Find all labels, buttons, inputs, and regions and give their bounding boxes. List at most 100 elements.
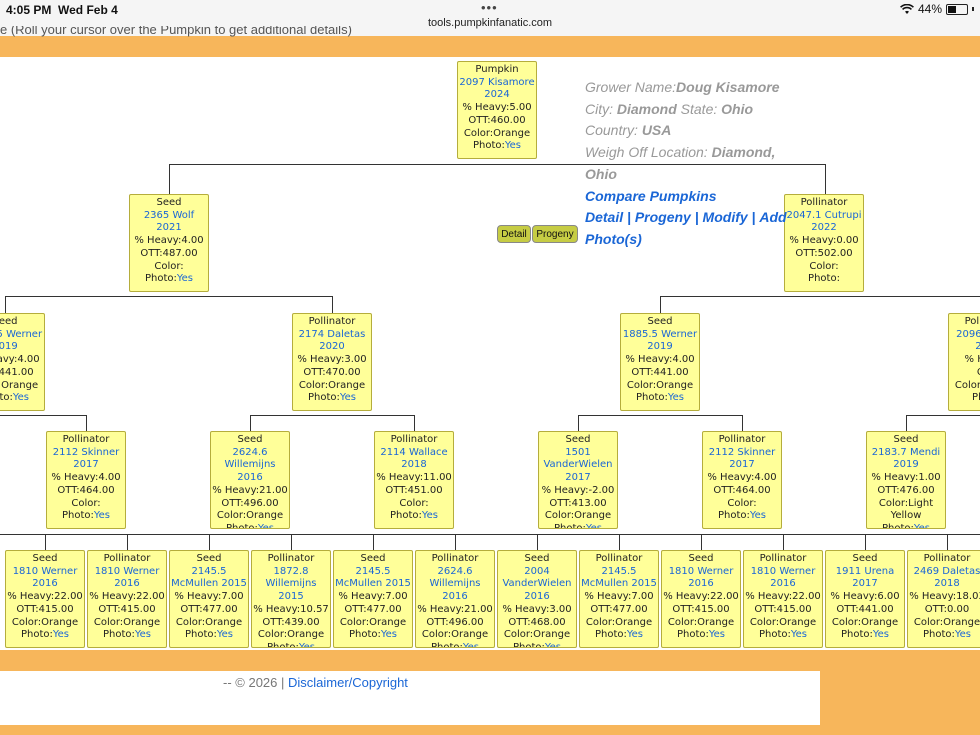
node-name-link[interactable]: 1911 Urena 2017 — [835, 565, 895, 590]
progeny-button[interactable]: Progeny — [532, 225, 578, 243]
node-photo-label: Photo: — [389, 510, 422, 522]
node-name-link[interactable]: 2174 Daletas 2020 — [298, 328, 366, 353]
connector-line — [169, 164, 170, 194]
node-name-link[interactable]: 1810 Werner 2016 — [750, 565, 816, 590]
node-name-link[interactable]: 2097 Kisamore 2024 — [459, 76, 535, 101]
node-name-link[interactable]: 1501 VanderWielen 2017 — [543, 446, 613, 484]
modify-link[interactable]: Modify — [702, 209, 748, 226]
node-color: Color:Orange — [298, 379, 366, 391]
node-role: Pumpkin — [475, 64, 519, 75]
node-name-link[interactable]: 2096.5 Haist 2019 — [956, 328, 980, 353]
connector-line — [578, 415, 579, 431]
node-photo-link[interactable]: Yes — [93, 510, 111, 522]
node-name-link[interactable]: 2183.7 Mendi 2019 — [871, 446, 941, 471]
node-photo-link[interactable]: Yes — [913, 522, 931, 529]
node-name-link[interactable]: 2624.6 Willemijns 2016 — [224, 446, 276, 484]
node-photo-link[interactable]: Yes — [216, 629, 234, 641]
tab-dots-icon[interactable]: ••• — [481, 0, 498, 15]
progeny-link[interactable]: Progeny — [634, 209, 691, 226]
node-name-link[interactable]: 2145.5 McMullen 2015 — [171, 565, 247, 590]
node-name-link[interactable]: 2112 Skinner 2017 — [708, 446, 776, 471]
node-ott: OTT:415.00 — [672, 603, 730, 615]
pumpkin-node[interactable]: Pollinator2096.5 Haist 2019% Heavy:OTT:C… — [948, 313, 980, 411]
node-photo-link[interactable]: Yes — [585, 522, 603, 529]
node-color: Color:Orange — [175, 616, 243, 628]
node-photo-link[interactable]: Yes — [790, 629, 808, 641]
node-photo-link[interactable]: Yes — [954, 629, 972, 641]
node-photo-link[interactable]: Yes — [504, 140, 522, 152]
detail-button[interactable]: Detail — [497, 225, 531, 243]
node-photo-link[interactable]: Yes — [421, 510, 439, 522]
status-bar: 4:05 PM Wed Feb 4 ••• tools.pumpkinfanat… — [0, 0, 980, 36]
node-photo-link[interactable]: Yes — [872, 629, 890, 641]
node-name-link[interactable]: 2145.5 McMullen 2015 — [581, 565, 657, 590]
node-heavy: % Heavy:3.00 — [502, 603, 572, 615]
node-photo-link[interactable]: Yes — [176, 273, 194, 285]
node-color: Color:Orange — [585, 616, 653, 628]
node-name-link[interactable]: 2047.1 Cutrupi 2022 — [786, 209, 862, 234]
node-name-link[interactable]: 1810 Werner 2016 — [668, 565, 734, 590]
address-bar-url[interactable]: tools.pumpkinfanatic.com — [427, 17, 553, 29]
node-photo: Photo:Yes — [252, 641, 330, 648]
add-photos-link[interactable]: Add Photo(s) — [585, 209, 787, 247]
node-name-link[interactable]: 2624.6 Willemijns 2016 — [429, 565, 481, 603]
node-photo-link[interactable]: Yes — [257, 522, 275, 529]
node-photo-link[interactable]: Yes — [134, 629, 152, 641]
node-name-link[interactable]: 1810 Werner 2016 — [94, 565, 160, 590]
node-name-link[interactable]: 2469 Daletas 2018 — [913, 565, 980, 590]
node-photo-link[interactable]: Yes — [749, 510, 767, 522]
node-name-link[interactable]: 2004 VanderWielen 2016 — [502, 565, 572, 603]
node-name-link[interactable]: 1885.5 Werner 2019 — [622, 328, 698, 353]
node-color: Color: — [71, 497, 101, 509]
node-photo-link[interactable]: Yes — [52, 629, 70, 641]
node-photo-link[interactable]: Yes — [544, 641, 562, 648]
country-value: USA — [641, 122, 672, 139]
node-name-link[interactable]: 2114 Wallace 2018 — [380, 446, 448, 471]
node-name-link[interactable]: 1885.5 Werner 2019 — [0, 328, 43, 353]
node-photo-link[interactable]: Yes — [298, 641, 316, 648]
node-photo-label: Photo: — [430, 641, 463, 648]
node-name-link[interactable]: 2145.5 McMullen 2015 — [335, 565, 411, 590]
node-photo-link[interactable]: Yes — [626, 629, 644, 641]
node-photo-label: Photo: — [840, 629, 873, 641]
node-name-link[interactable]: 2112 Skinner 2017 — [52, 446, 120, 471]
node-name-link[interactable]: 2365 Wolf 2021 — [143, 209, 195, 234]
compare-pumpkins-link[interactable]: Compare Pumpkins — [585, 187, 717, 204]
node-role: Seed — [32, 553, 58, 564]
node-photo-link[interactable]: Yes — [667, 392, 685, 404]
node-name-link[interactable]: 1810 Werner 2016 — [12, 565, 78, 590]
node-name-link[interactable]: 1872.8 Willemijns 2015 — [265, 565, 317, 603]
disclaimer-link[interactable]: Disclaimer/Copyright — [287, 675, 408, 690]
node-photo-link[interactable]: Yes — [708, 629, 726, 641]
detail-link[interactable]: Detail — [585, 209, 624, 226]
node-photo-link[interactable]: Yes — [462, 641, 480, 648]
node-photo-link[interactable]: Yes — [12, 392, 30, 404]
node-photo-link[interactable]: Yes — [380, 629, 398, 641]
node-photo-link[interactable]: Yes — [339, 392, 357, 404]
node-ott: OTT:441.00 — [0, 366, 34, 378]
